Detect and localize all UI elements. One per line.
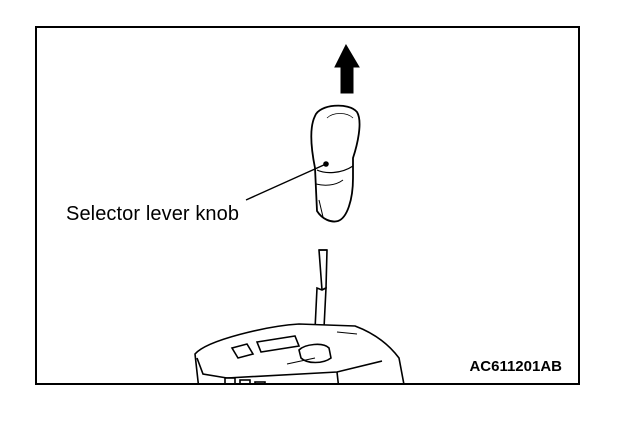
- selector-lever-knob: [310, 104, 361, 223]
- arrow-up-icon: [334, 43, 360, 94]
- diagram-frame: Selector lever knob AC611201AB: [35, 26, 580, 385]
- selector-lever-knob-label: Selector lever knob: [66, 203, 240, 225]
- illustration: [194, 43, 405, 383]
- selector-console: [194, 323, 405, 383]
- figure-code: AC611201AB: [469, 358, 562, 375]
- callout-leader-line: [245, 163, 327, 201]
